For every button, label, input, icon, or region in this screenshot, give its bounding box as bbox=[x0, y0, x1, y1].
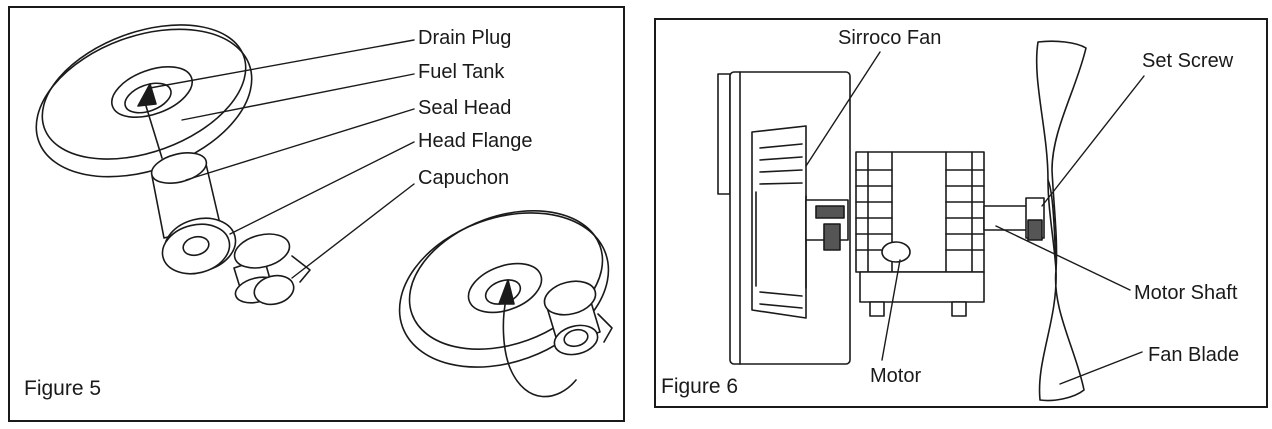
label-motor: Motor bbox=[870, 365, 922, 387]
label-fan-blade: Fan Blade bbox=[1148, 344, 1240, 366]
capuchon-illustration bbox=[233, 233, 311, 306]
label-seal-head: Seal Head bbox=[418, 97, 512, 119]
label-head-flange: Head Flange bbox=[418, 130, 533, 152]
figure-5-caption: Figure 5 bbox=[24, 377, 102, 400]
leader-lines-6 bbox=[805, 51, 1145, 385]
assembled-tank-illustration bbox=[398, 210, 613, 368]
motor-illustration bbox=[855, 151, 985, 317]
seal-head-illustration bbox=[150, 152, 237, 275]
figure-6-caption: Figure 6 bbox=[661, 375, 739, 398]
label-sirroco-fan: Sirroco Fan bbox=[838, 27, 942, 49]
figure-6-panel: Sirroco Fan Set Screw Motor Shaft Fan Bl… bbox=[654, 18, 1268, 408]
mounting-plate bbox=[805, 199, 849, 251]
figure-5-panel: Drain Plug Fuel Tank Seal Head Head Flan… bbox=[8, 6, 625, 422]
label-drain-plug: Drain Plug bbox=[418, 27, 512, 49]
figure-6-drawing bbox=[717, 40, 1145, 402]
label-fuel-tank: Fuel Tank bbox=[418, 61, 505, 83]
label-motor-shaft: Motor Shaft bbox=[1134, 282, 1238, 304]
leader-lines-5 bbox=[149, 39, 415, 279]
label-capuchon: Capuchon bbox=[418, 167, 510, 189]
fan-blade-illustration bbox=[1035, 40, 1087, 402]
figure-5-drawing bbox=[35, 24, 613, 398]
label-set-screw: Set Screw bbox=[1142, 50, 1234, 72]
insertion-arrow-5b bbox=[498, 279, 577, 398]
motor-shaft-illustration bbox=[983, 197, 1045, 241]
insertion-arrow-5a bbox=[137, 83, 163, 159]
